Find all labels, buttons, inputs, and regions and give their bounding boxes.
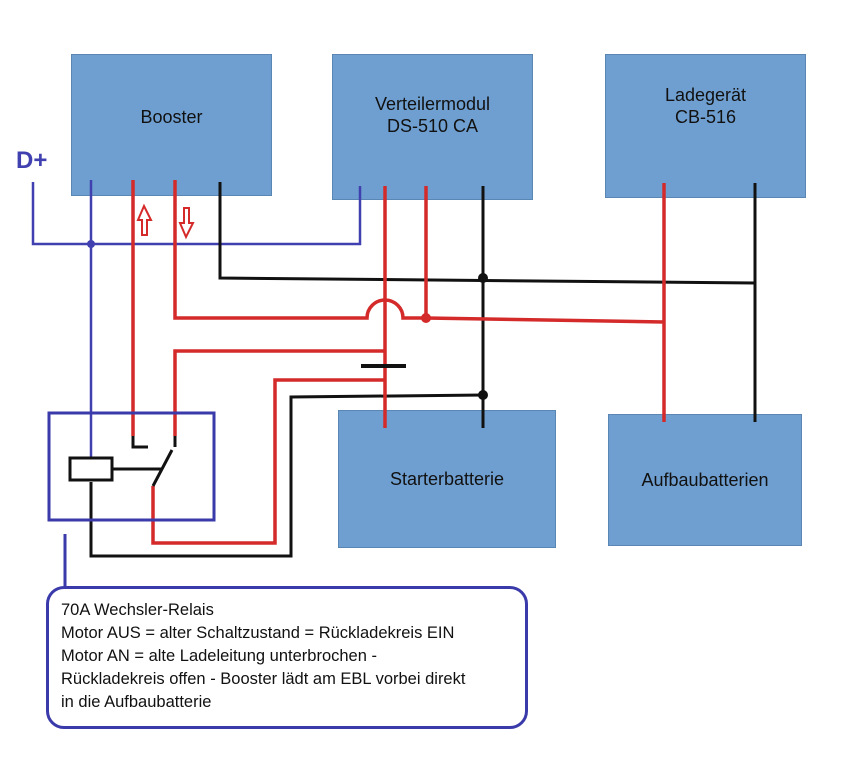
dplus-label: D+ [16, 147, 48, 174]
charge-wiring [131, 180, 666, 545]
booster-label: Booster [140, 107, 203, 127]
verteilermodul-label: Verteilermodul [374, 94, 491, 114]
starterbatterie-label: Starterbatterie [389, 469, 505, 489]
dplus-junction-dot [87, 240, 95, 248]
note-line: Rückladekreis offen - Booster lädt am EB… [61, 670, 466, 688]
note-line: 70A Wechsler-Relais [61, 601, 214, 619]
ground-junction-lower [478, 390, 488, 400]
relay-enclosure [47, 411, 216, 522]
ground-junction-top [478, 273, 488, 283]
relay-coil [68, 456, 114, 482]
note-line: Motor AN = alte Ladeleitung unterbrochen… [61, 647, 377, 665]
note-line: in die Aufbaubatterie [61, 693, 212, 711]
relay-switch [113, 436, 177, 487]
relay-note: 70A Wechsler-Relais Motor AUS = alter Sc… [46, 586, 528, 729]
charge-junction-dot [421, 313, 431, 323]
ground-wiring [89, 182, 757, 558]
arrow-down-icon [178, 207, 195, 240]
ladegeraet-model: CB-516 [674, 107, 737, 127]
dplus-wiring [31, 180, 362, 470]
note-line: Motor AUS = alter Schaltzustand = Rückla… [61, 624, 455, 642]
ladegeraet-box: Ladegerät CB-516 [605, 54, 806, 198]
starterbatterie-box: Starterbatterie [338, 410, 556, 548]
ladegeraet-label: Ladegerät [664, 85, 747, 105]
aufbaubatterien-box: Aufbaubatterien [608, 414, 802, 546]
verteilermodul-box: Verteilermodul DS-510 CA [332, 54, 533, 200]
arrow-up-icon [136, 203, 153, 236]
aufbaubatterien-label: Aufbaubatterien [641, 470, 769, 490]
booster-box: Booster [71, 54, 272, 196]
verteilermodul-model: DS-510 CA [386, 116, 479, 136]
